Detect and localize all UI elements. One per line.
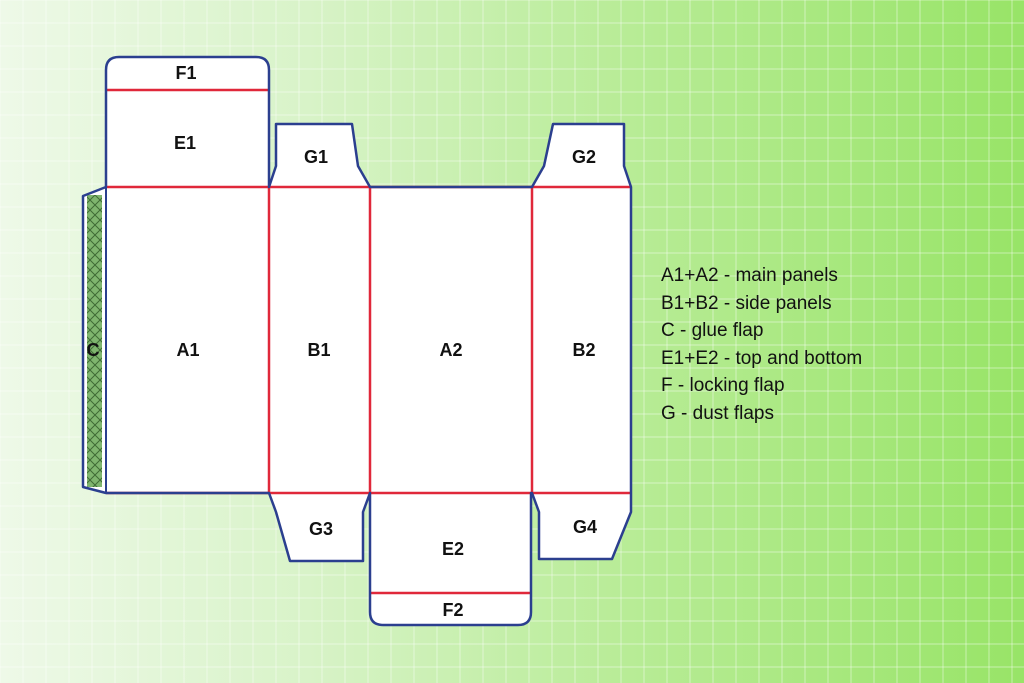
legend-item-top-bottom: E1+E2 - top and bottom xyxy=(661,347,863,369)
label-g4: G4 xyxy=(573,517,597,537)
glue-hatch xyxy=(87,195,102,487)
label-a2: A2 xyxy=(439,340,462,360)
legend-item-dust-flaps: G - dust flaps xyxy=(661,402,774,424)
label-a1: A1 xyxy=(176,340,199,360)
legend-item-main-panels: A1+A2 - main panels xyxy=(661,265,838,286)
panel-g4 xyxy=(532,493,631,559)
label-f2: F2 xyxy=(442,600,463,620)
label-b2: B2 xyxy=(572,340,595,360)
panel-g2 xyxy=(532,124,631,187)
label-b1: B1 xyxy=(307,340,330,360)
legend-item-locking-flap: F - locking flap xyxy=(661,375,785,396)
label-g2: G2 xyxy=(572,147,596,167)
label-e2: E2 xyxy=(442,539,464,559)
panel-g1 xyxy=(269,124,370,187)
label-f1: F1 xyxy=(175,63,196,83)
label-g1: G1 xyxy=(304,147,328,167)
label-e1: E1 xyxy=(174,133,196,153)
legend-item-glue-flap: C - glue flap xyxy=(661,320,764,341)
panel-g3 xyxy=(269,493,370,561)
label-c: C xyxy=(87,340,100,360)
label-g3: G3 xyxy=(309,519,333,539)
legend-item-side-panels: B1+B2 - side panels xyxy=(661,292,832,314)
panel-labels: F1 E1 G1 G2 C A1 B1 A2 B2 G3 G4 E2 F2 xyxy=(87,63,598,620)
cut-outline xyxy=(81,55,633,627)
panel-main-row xyxy=(106,187,631,493)
fold-lines xyxy=(106,88,631,595)
legend: A1+A2 - main panels B1+B2 - side panels … xyxy=(661,262,862,427)
